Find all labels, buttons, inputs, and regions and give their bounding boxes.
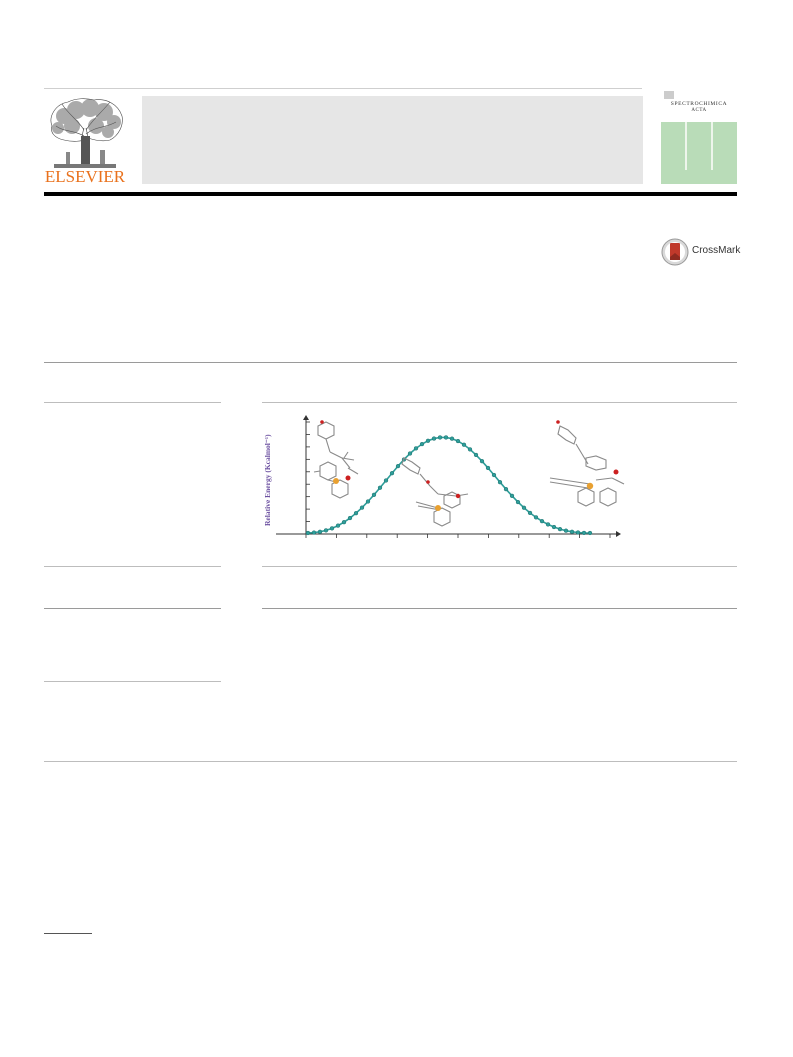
sidebar-rule (44, 681, 221, 682)
energy-point (467, 447, 473, 452)
section-rule (44, 761, 737, 762)
energy-point (545, 522, 551, 527)
energy-point (371, 492, 377, 497)
energy-point (335, 523, 341, 528)
cover-header (661, 88, 737, 122)
energy-point (563, 528, 569, 533)
energy-point (413, 446, 419, 451)
energy-point (473, 452, 479, 458)
energy-point (557, 527, 563, 532)
energy-point (485, 465, 491, 471)
energy-point (455, 438, 461, 444)
energy-point (521, 505, 527, 510)
energy-point (407, 451, 413, 456)
cover-publisher-icon (664, 91, 674, 99)
energy-point (575, 530, 581, 535)
energy-point (317, 529, 323, 534)
energy-curve (305, 435, 593, 536)
article-info-rule (44, 362, 737, 363)
sidebar-rule (44, 566, 221, 567)
energy-point (341, 520, 347, 525)
energy-point (479, 459, 485, 464)
energy-point (449, 436, 455, 441)
crossmark-label[interactable]: CrossMark (692, 245, 741, 256)
energy-point (359, 505, 365, 510)
crossmark-icon[interactable] (661, 237, 689, 267)
energy-point (569, 529, 575, 534)
energy-point (509, 493, 515, 498)
energy-point (491, 472, 497, 478)
footnote-rule (44, 933, 92, 934)
x-axis-arrow (616, 531, 621, 537)
sidebar-rule (44, 608, 221, 609)
energy-point (353, 511, 359, 516)
energy-point (539, 519, 545, 524)
energy-point (347, 515, 353, 521)
energy-point (437, 435, 443, 440)
energy-point (551, 524, 557, 530)
energy-point (461, 442, 467, 447)
sidebar-rule (44, 402, 221, 403)
energy-point (533, 515, 539, 520)
y-axis-arrow (303, 415, 309, 420)
energy-point (365, 499, 371, 504)
energy-point (581, 530, 587, 536)
energy-point (587, 530, 593, 536)
molecule-structure-center (401, 457, 469, 527)
elsevier-tree-logo (44, 96, 126, 184)
y-axis-label: Relative Energy (Kcalmol⁻¹) (263, 434, 272, 526)
energy-point (383, 478, 389, 483)
abstract-rule (262, 566, 737, 567)
cover-stripe (685, 122, 687, 170)
energy-point (503, 487, 509, 492)
cover-subtitle: ACTA (691, 108, 707, 113)
energy-point (305, 530, 311, 536)
energy-profile-chart: Relative Energy (Kcalmol⁻¹) (263, 415, 625, 538)
journal-cover: SPECTROCHIMICA ACTA (661, 88, 737, 184)
cover-title: SPECTROCHIMICA (670, 101, 728, 107)
cover-stripe (711, 122, 713, 170)
energy-point (329, 526, 335, 531)
energy-point (497, 480, 503, 485)
publisher-wordmark: ELSEVIER (44, 167, 126, 186)
energy-point (431, 436, 437, 441)
energy-point (323, 528, 329, 533)
energy-point (419, 441, 425, 447)
energy-point (389, 471, 395, 476)
header-rule (44, 192, 737, 196)
molecule-structure-right (549, 420, 625, 507)
energy-point (425, 438, 431, 443)
energy-point (515, 499, 521, 505)
energy-point (377, 485, 383, 490)
energy-point (311, 530, 317, 535)
energy-point (395, 463, 401, 469)
abstract-rule (262, 608, 737, 609)
energy-point (443, 435, 449, 440)
energy-point (527, 510, 533, 516)
abstract-rule (262, 402, 737, 403)
journal-banner (142, 96, 643, 184)
top-rule (44, 88, 642, 89)
molecule-structure-left (313, 420, 359, 499)
chart-axes (276, 415, 621, 538)
